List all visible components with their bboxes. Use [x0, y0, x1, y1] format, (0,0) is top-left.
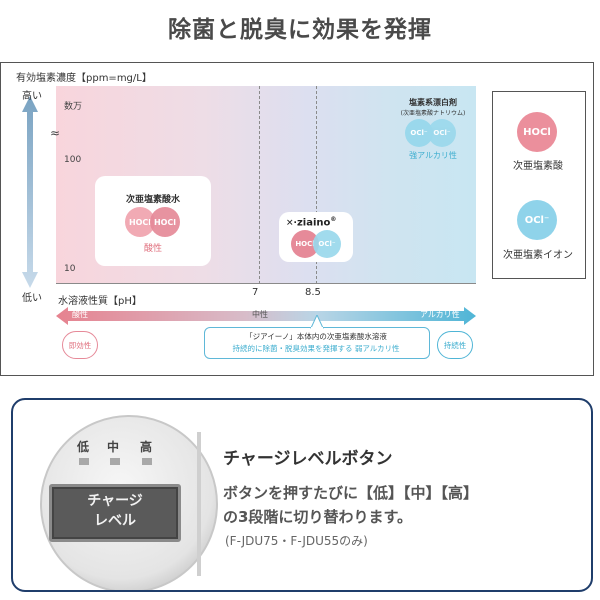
info-note: (F-JDU75・F-JDU55のみ) — [225, 534, 368, 548]
y-tick-label: 100 — [64, 155, 82, 165]
bleach-subtitle: (次亜塩素酸ナトリウム) — [400, 110, 466, 117]
info-line2: の3段階に切り替わります。 — [223, 508, 412, 526]
bleach-caption: 強アルカリ性 — [409, 151, 457, 160]
ocl-ion-icon: OCl⁻ — [428, 119, 456, 147]
callout-line2: 持続的に除菌・脱臭効果を発揮する 弱アルカリ性 — [232, 344, 400, 353]
level-mid-label: 中 — [107, 440, 120, 454]
level-high-label: 高 — [140, 440, 153, 454]
y-axis-label: 有効塩素濃度【ppm=mg/L】 — [16, 73, 152, 84]
ph85-line — [316, 86, 317, 284]
callout-line1: 「ジアイーノ」本体内の次亜塩素酸水溶液 — [245, 332, 387, 341]
y-low-label: 低い — [22, 293, 42, 304]
acid-water-title: 次亜塩素酸水 — [125, 195, 180, 205]
button-label-line1: チャージ — [87, 493, 143, 509]
x-tick-label: 7 — [252, 287, 259, 298]
acid-caption: 酸性 — [143, 244, 162, 254]
ocl-ion-icon: OCl⁻ — [313, 230, 341, 258]
level-low-label: 低 — [77, 440, 90, 454]
hocl-molecule-icon: HOCl — [150, 207, 180, 237]
y-axis-arrow — [22, 96, 38, 288]
level-high-indicator — [142, 458, 152, 465]
charge-level-button[interactable] — [49, 484, 181, 542]
info-heading: チャージレベルボタン — [223, 449, 393, 469]
level-mid-indicator — [110, 458, 120, 465]
alkaline-label: アルカリ性 — [420, 310, 460, 319]
acidic-label: 酸性 — [72, 310, 88, 319]
ph-scale-arrow — [56, 307, 476, 325]
button-label-line2: レベル — [94, 513, 136, 529]
ziaino-logo: ✕·ziaino® — [286, 216, 337, 229]
immediate-effect-badge: 即効性 — [62, 331, 98, 359]
ph7-line — [259, 86, 260, 284]
ocl-legend-label: 次亜塩素イオン — [503, 250, 573, 261]
y-axis-break: ≈ — [50, 126, 61, 140]
neutral-label: 中性 — [252, 310, 268, 319]
level-low-indicator — [79, 458, 89, 465]
ziaino-mark-icon: ✕· — [286, 218, 297, 229]
x-tick-label: 8.5 — [305, 287, 321, 298]
hocl-legend-label: 次亜塩素酸 — [513, 161, 563, 172]
callout-pointer — [310, 315, 324, 329]
x-axis-label: 水溶液性質【pH】 — [58, 296, 142, 307]
persistent-effect-badge: 持続性 — [437, 331, 473, 359]
y-tick-label: 10 — [64, 264, 76, 274]
x-axis-line — [56, 283, 476, 284]
hocl-legend-icon: HOCl — [517, 112, 557, 152]
y-tick-label: 数万 — [64, 102, 83, 112]
charge-level-panel: 低 中 高 チャージ レベル チャージレベルボタン ボタンを押すたびに【低】【中… — [11, 398, 593, 592]
y-high-label: 高い — [22, 91, 42, 102]
info-line1: ボタンを押すたびに【低】【中】【高】 — [223, 484, 479, 502]
page-title: 除菌と脱臭に効果を発揮 — [168, 17, 432, 43]
bleach-title: 塩素系漂白剤 — [409, 98, 457, 107]
ocl-legend-icon: OCl⁻ — [517, 200, 557, 240]
